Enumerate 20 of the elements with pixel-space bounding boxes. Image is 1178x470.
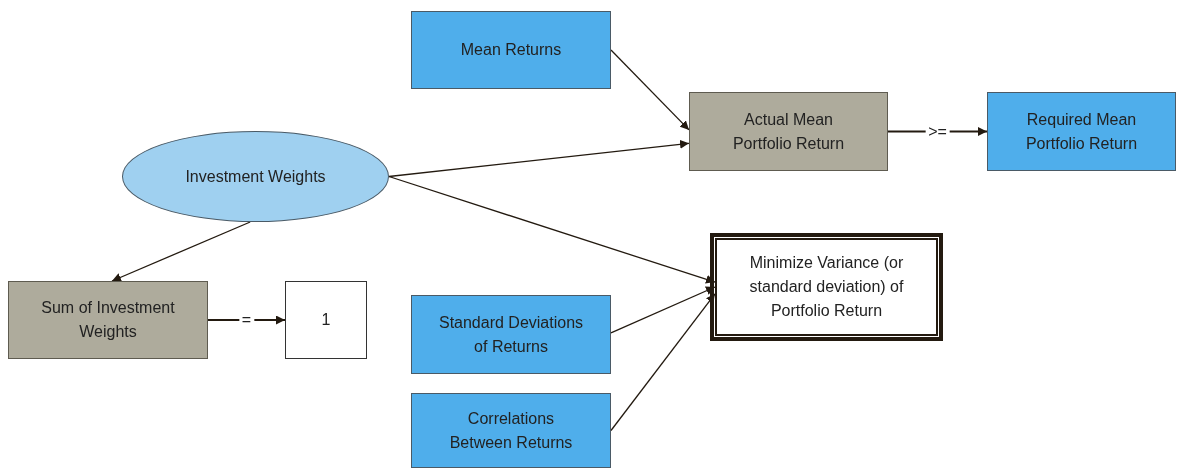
node-label: 1: [321, 310, 331, 330]
process-box: [411, 393, 611, 468]
node-label: Correlations Between Returns: [448, 408, 574, 453]
process-box: [987, 92, 1176, 171]
process-box: [8, 281, 208, 359]
value-box: [285, 281, 367, 359]
node-label: Required Mean Portfolio Return: [1024, 109, 1139, 154]
node-label: Standard Deviations of Returns: [437, 312, 585, 357]
arrow: [388, 139, 690, 178]
arrow: [207, 315, 286, 325]
process-box: [411, 295, 611, 374]
process-box: [411, 11, 611, 89]
process-box: [689, 92, 888, 171]
node-label: Sum of Investment Weights: [40, 298, 176, 342]
node-label: Investment Weights: [185, 166, 326, 187]
arrow: [610, 49, 690, 131]
node-label: Actual Mean Portfolio Return: [731, 109, 846, 154]
node-label: Minimize Variance (or standard deviation) of Portfolio Return: [748, 253, 905, 321]
arrow: [111, 221, 251, 282]
node-label: Mean Returns: [460, 40, 562, 60]
